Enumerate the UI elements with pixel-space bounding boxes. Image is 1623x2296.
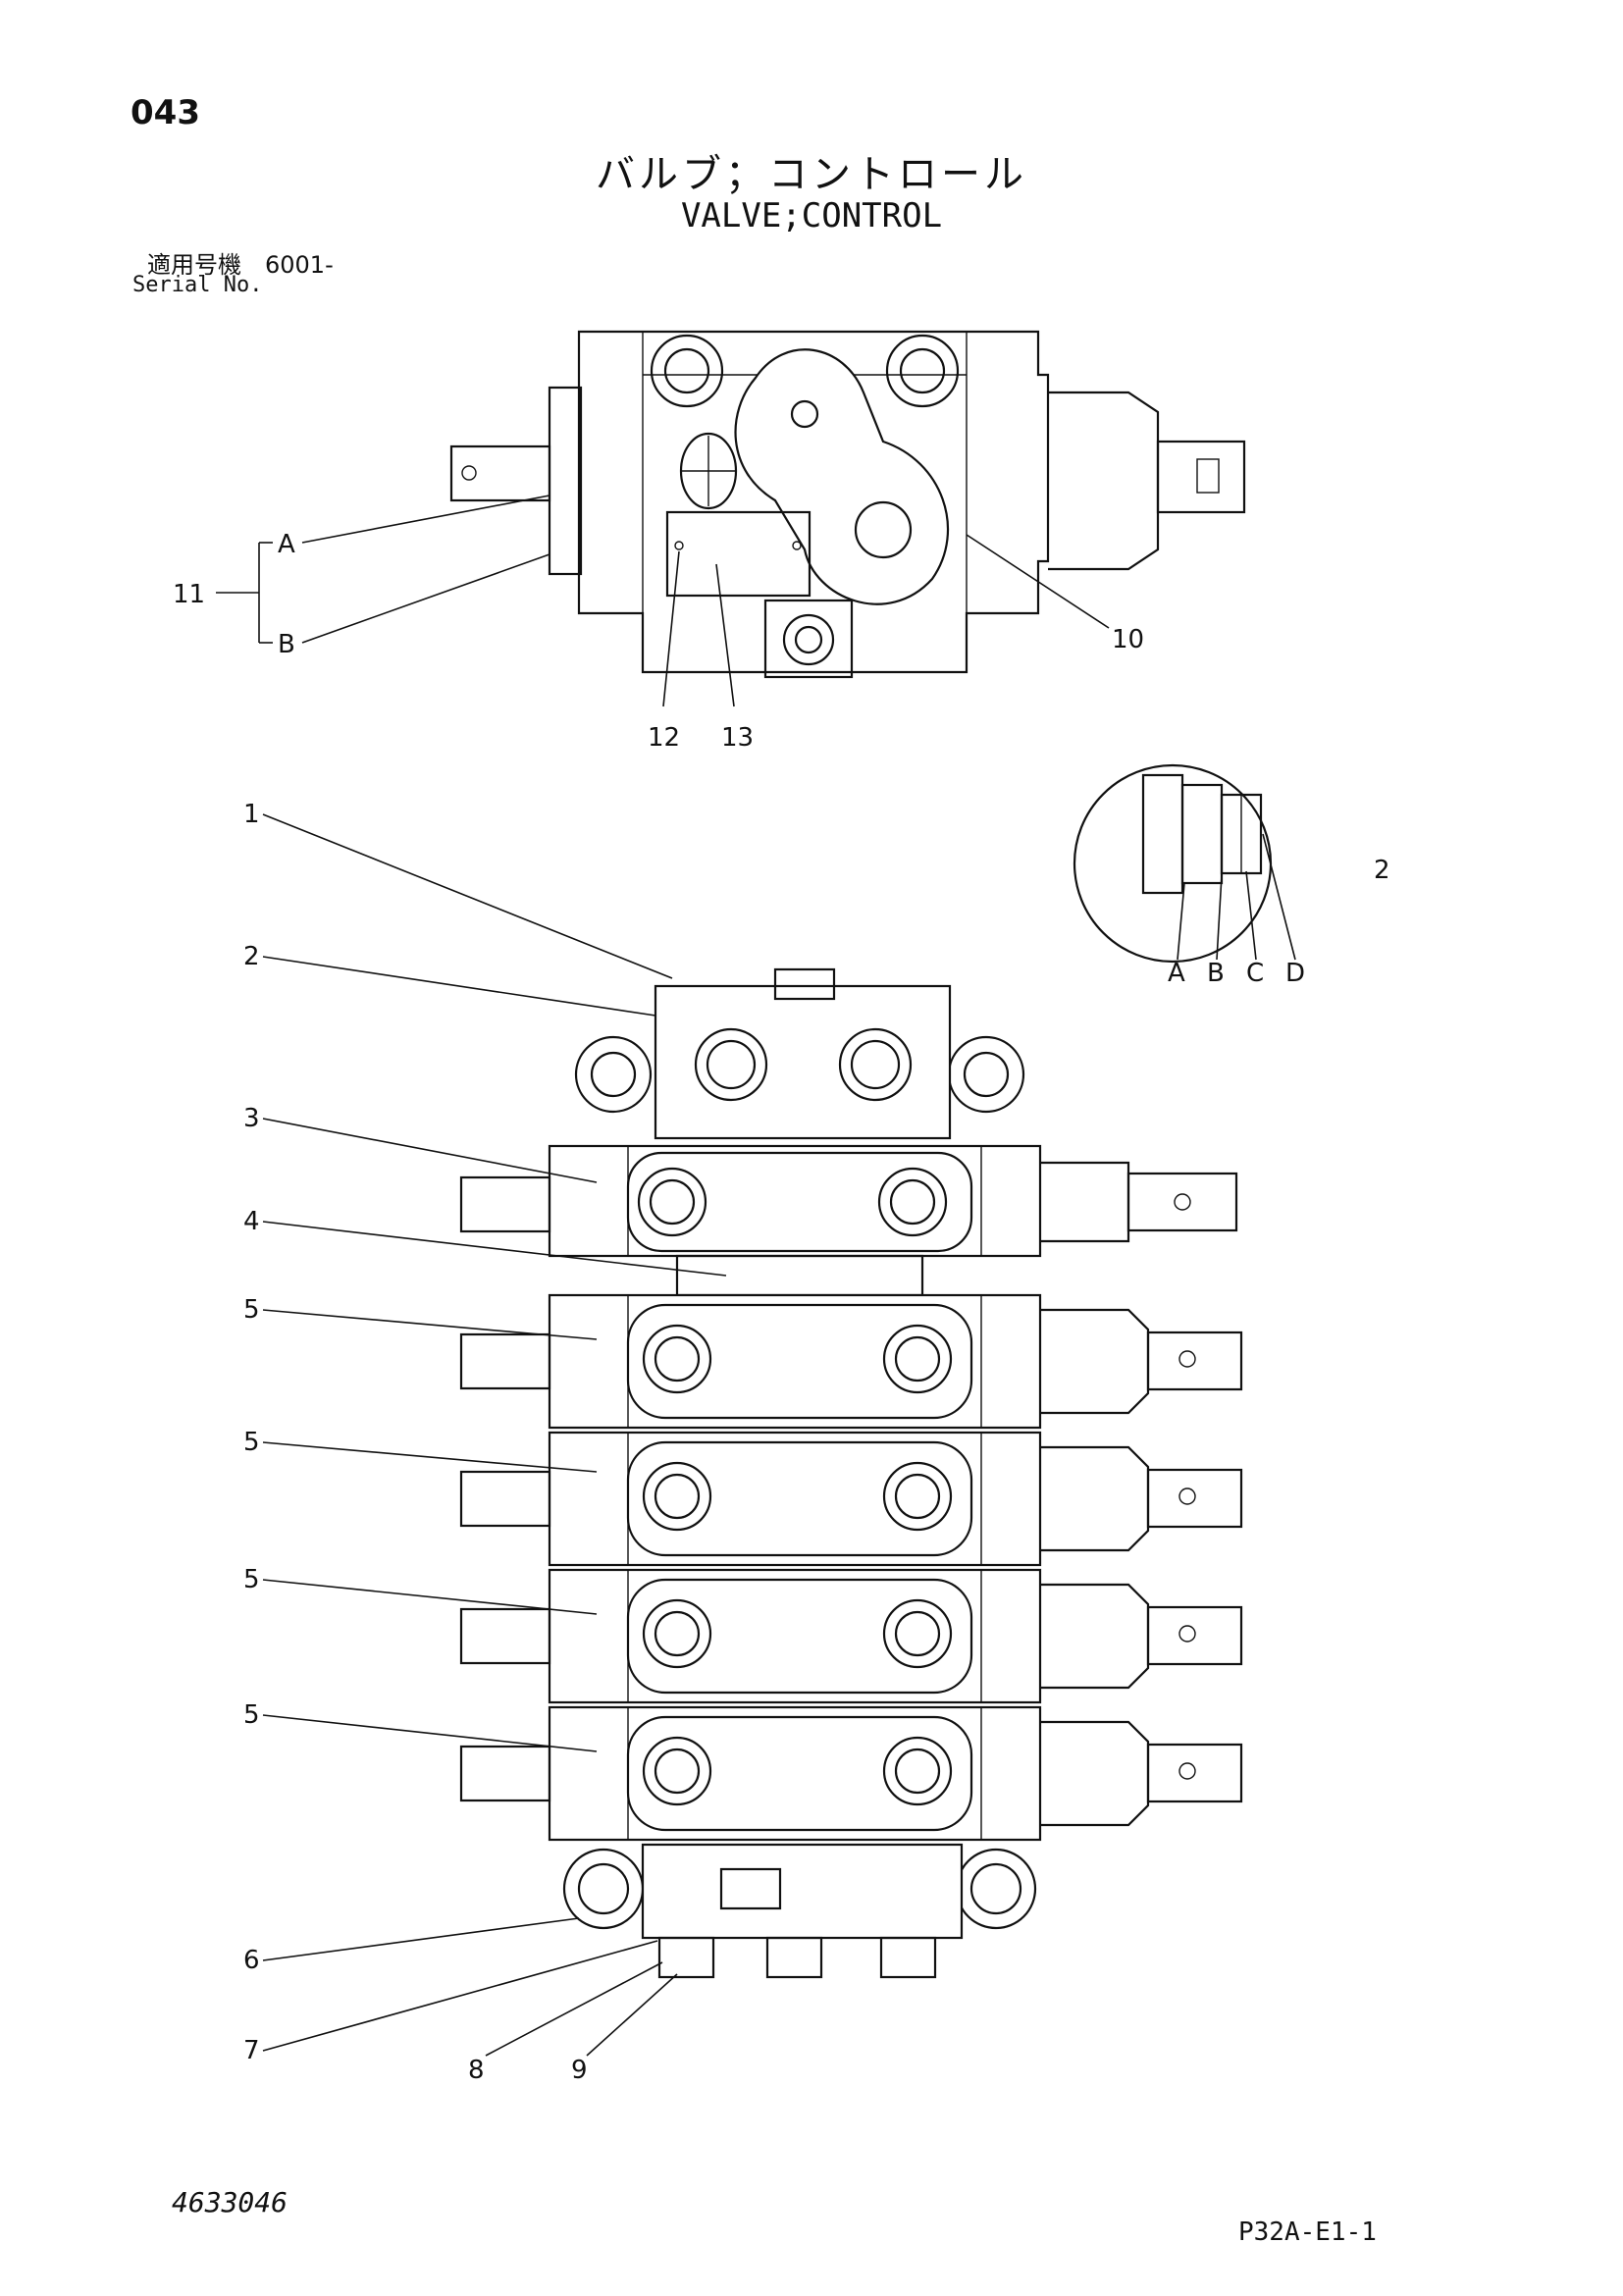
page-code: P32A-E1-1 <box>1238 2218 1377 2247</box>
callout-4: 4 <box>243 1207 260 1236</box>
work-section-2 <box>459 1293 1243 1430</box>
callout-10: 10 <box>1112 625 1144 654</box>
callout-5-c: 5 <box>243 1565 260 1594</box>
callout-2: 2 <box>243 942 260 971</box>
mounting-bolt-right <box>885 334 960 408</box>
callout-13: 13 <box>721 723 754 753</box>
page-number: 043 <box>131 93 200 132</box>
bottom-port <box>782 613 835 666</box>
front-stack-view: 1 2 3 4 5 5 5 5 6 7 8 9 <box>243 800 1243 2085</box>
callout-5-b: 5 <box>243 1428 260 1457</box>
work-section-5 <box>459 1705 1243 1842</box>
callout-12: 12 <box>648 723 680 753</box>
outlet-cover <box>562 1843 1037 1979</box>
callout-8: 8 <box>468 2056 485 2085</box>
serial-label-english: Serial No. <box>132 273 263 297</box>
work-section-1 <box>459 1144 1238 1258</box>
spacer-plate <box>675 1254 924 1297</box>
right-actuator <box>1156 440 1246 514</box>
callout-5-d: 5 <box>243 1700 260 1730</box>
callout-3: 3 <box>243 1104 260 1133</box>
callout-top-b: B <box>278 630 295 659</box>
mounting-bolt-left <box>650 334 724 408</box>
left-spool-end <box>449 444 551 502</box>
top-view: A B 11 10 12 13 <box>173 330 1246 753</box>
work-section-3 <box>459 1431 1243 1567</box>
callout-7: 7 <box>243 2036 260 2065</box>
work-section-4 <box>459 1568 1243 1704</box>
callout-detail-a: A <box>1168 959 1185 988</box>
callout-11: 11 <box>173 580 205 609</box>
page-title-english: VALVE;CONTROL <box>680 196 943 235</box>
document-number: 4633046 <box>172 2186 288 2218</box>
page-title-japanese: バルブ；コントロール <box>596 152 1027 197</box>
callout-detail-b: B <box>1207 959 1225 988</box>
lever-plate <box>734 348 950 605</box>
callout-detail-2: 2 <box>1374 856 1390 885</box>
callout-detail-d: D <box>1285 959 1305 988</box>
inlet-cover <box>654 984 952 1140</box>
callout-9: 9 <box>571 2056 588 2085</box>
callout-1: 1 <box>243 800 260 829</box>
callout-5-a: 5 <box>243 1295 260 1325</box>
name-plate <box>665 510 812 598</box>
serial-label-japanese: 適用号機 6001- <box>147 251 334 279</box>
callout-detail-c: C <box>1246 959 1264 988</box>
seal-detail-view: A B C D 2 <box>1073 763 1390 988</box>
callout-top-a: A <box>278 530 295 559</box>
callout-6: 6 <box>243 1946 260 1975</box>
